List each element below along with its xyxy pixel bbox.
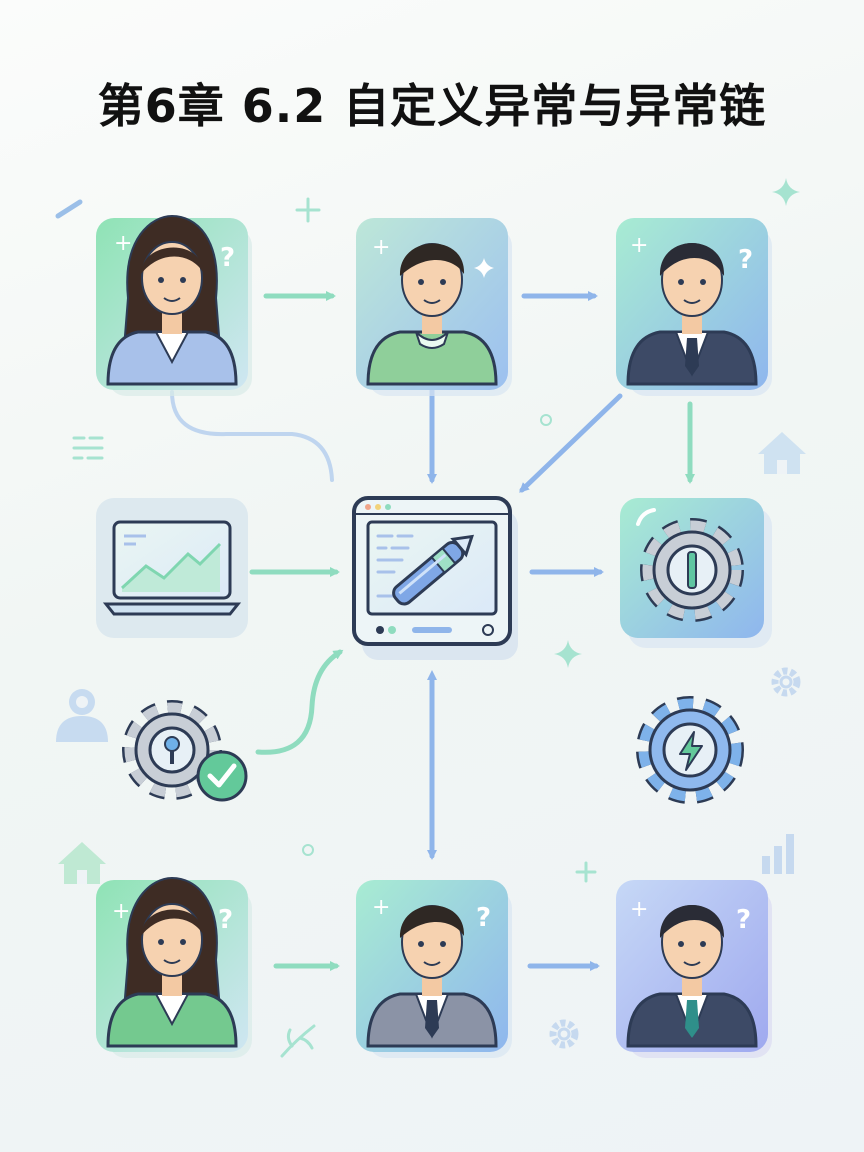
- dot-deco: [540, 414, 552, 426]
- question-icon: ?: [738, 245, 753, 275]
- gear-keyhole-check-icon: [122, 700, 248, 802]
- sparkle-icon: [554, 640, 582, 668]
- plus-icon: +: [114, 231, 132, 256]
- connectors: [170, 291, 695, 971]
- arrow-keyhole-monitor: [255, 649, 344, 755]
- node-woman-top: + ?: [96, 214, 252, 396]
- question-icon: ?: [736, 905, 751, 935]
- laptop-chart-icon: [102, 520, 242, 616]
- node-laptop: [96, 498, 248, 638]
- question-icon: ?: [218, 905, 233, 935]
- leaf-icon: [280, 1024, 316, 1058]
- node-suit-top: + ?: [616, 218, 772, 396]
- node-monitor-center: [352, 496, 518, 660]
- bar-chart-icon: [762, 834, 794, 874]
- woman-avatar-icon: [106, 214, 238, 386]
- arrow-suit-monitor: [519, 393, 623, 493]
- businessman-avatar-icon: [626, 243, 758, 386]
- question-icon: ?: [476, 903, 491, 933]
- page-title: 第6章 6.2 自定义异常与异常链: [97, 79, 767, 133]
- gear-small-icon: [549, 1019, 579, 1049]
- node-suit-bottom-middle: + ?: [356, 880, 512, 1058]
- user-icon: [56, 689, 108, 742]
- node-man-top: +: [356, 218, 512, 396]
- plus-icon: +: [630, 897, 648, 922]
- decorations: [55, 178, 806, 1058]
- question-icon: ?: [220, 243, 235, 273]
- sparkle-icon: [772, 178, 800, 206]
- plus-icon: +: [112, 899, 130, 924]
- monitor-pen-icon: [352, 496, 512, 646]
- dot-deco: [302, 844, 314, 856]
- curve-woman-monitor: [170, 390, 334, 482]
- gear-icon: [640, 518, 744, 622]
- node-gear-right: [620, 498, 772, 648]
- node-gear-keyhole: [122, 700, 248, 802]
- home-icon: [58, 842, 106, 884]
- node-gear-bolt: [636, 696, 744, 804]
- businessman-avatar-icon: [626, 905, 758, 1048]
- businessman-avatar-icon: [366, 905, 498, 1048]
- woman-avatar-icon: [106, 876, 238, 1048]
- sparkle-icon: [575, 861, 597, 883]
- gear-small-icon: [771, 667, 801, 697]
- dash-deco: [55, 199, 83, 219]
- plus-icon: +: [630, 233, 648, 258]
- home-icon: [758, 432, 806, 474]
- plus-icon: +: [372, 895, 390, 920]
- sparkle-icon: [474, 258, 494, 278]
- sparkle-icon: [295, 197, 321, 223]
- list-lines-icon: [72, 436, 104, 460]
- plus-icon: +: [372, 235, 390, 260]
- node-suit-bottom-right: + ?: [616, 880, 772, 1058]
- node-woman-bottom: + ?: [96, 876, 252, 1058]
- man-avatar-icon: [366, 243, 498, 386]
- gear-lightning-icon: [636, 696, 744, 804]
